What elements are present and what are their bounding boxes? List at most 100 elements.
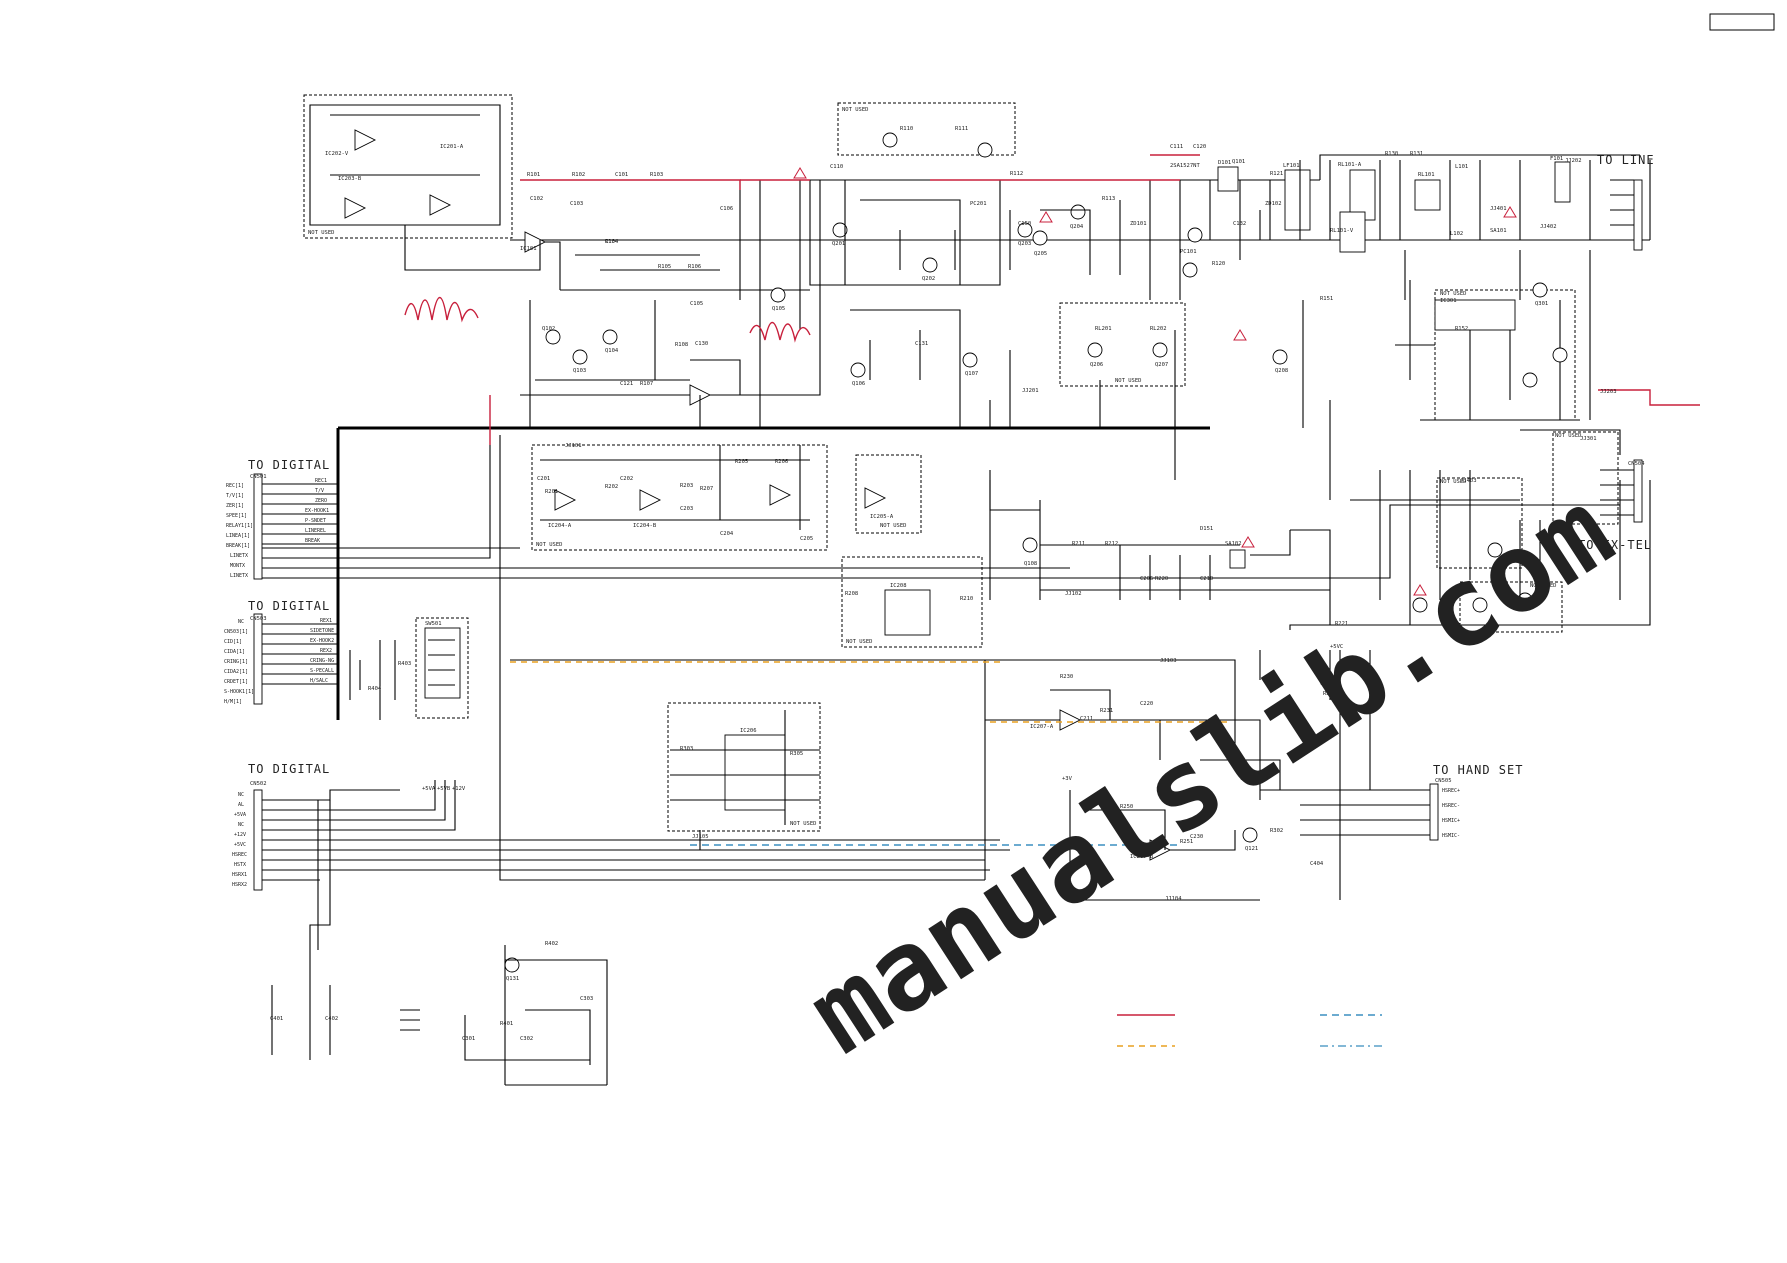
capacitor-label: C204 [720,531,734,537]
relay-label: RL201 [1095,326,1112,332]
ic-label: PC101 [1180,249,1197,255]
ic-label: IC204-B [633,523,657,529]
cn503-pin-signal: CRING[1] [224,659,248,665]
cn504-body [1633,459,1643,523]
to-digital-title-1: TO DIGITAL [248,458,330,472]
cn503-pin-signal: CIDA2[1] [224,669,248,675]
misc-label: L102 [1450,231,1463,237]
cn501-pin-signal: REC[1] [226,483,244,489]
misc-label: ZD101 [1130,221,1147,227]
f101 [1554,161,1571,203]
not-used-label: NOT USED [1440,291,1467,297]
ic-label: IC208 [890,583,907,589]
to-line-title: TO LINE [1597,153,1655,167]
resistor-label: R131 [1410,151,1423,157]
cn501-pin-signal: MONTX [230,563,245,569]
relay-label: RL101 [1418,172,1435,178]
resistor-label: R105 [658,264,671,270]
ic206 [724,734,786,811]
transistor-label: Q203 [1018,241,1031,247]
resistor-label: R101 [527,172,540,178]
relay-label: RL101-V [1330,228,1354,234]
ic202-opamp [354,129,377,151]
resistor-label: R303 [680,746,693,752]
to-ex-tel-title: TO EX-TEL [1578,538,1652,552]
transistor-label: Q202 [922,276,935,282]
capacitor-label: C121 [620,381,633,387]
net-label: JJ401 [1490,206,1507,212]
capacitor-label: C230 [1190,834,1203,840]
to-hand-set-title: TO HAND SET [1433,763,1523,777]
cn503-net: H/SALC [310,678,328,684]
net-label: JJ201 [1022,388,1039,394]
misc-label: ZD102 [1265,201,1282,207]
cn501-net: T/V [315,488,324,494]
resistor-label: R401 [500,1021,513,1027]
transistor-label: Q131 [506,976,519,982]
capacitor-label: C101 [615,172,628,178]
cn502-pins: NC AL +5VA NC +12V +5VC HSREC HSTX HSRX1… [232,792,247,888]
not-used-label: NOT USED [846,639,873,645]
cn502-pin-signal: +5VC [234,842,246,848]
resistor-label: R108 [675,342,688,348]
misc-label: F101 [1550,156,1563,162]
capacitor-label: C102 [530,196,543,202]
cn502-pin-signal: +5VA [234,812,246,818]
ic-label: IC202-V [325,151,349,157]
resistor-label: R230 [1060,674,1073,680]
ic-label: IC301 [1440,298,1457,304]
not-used-label: NOT USED [536,542,563,548]
cn503-body [253,613,263,705]
lf101 [1284,169,1311,231]
lower-circuit [670,650,1371,851]
transistor-label: Q121 [1245,846,1258,852]
transistor-label: Q204 [1070,224,1084,230]
resistor-label: R221 [1335,621,1348,627]
cn503-label: CN503 [250,616,267,622]
transistor-label: Q301 [1535,301,1548,307]
ic-label: IC207-A [1030,724,1054,730]
resistor-label: R301 [1323,691,1336,697]
misc-label: D151 [1200,526,1213,532]
resistor-label: R113 [1102,196,1115,202]
cn101-body [1633,179,1643,251]
cn505-pin-signal: HSREC- [1442,803,1460,809]
cn501-pins: REC[1] T/V[1] ZER[1] SPEE[1] RELAY1[1] L… [226,478,329,579]
cn501-label: CN501 [250,474,267,480]
cn503-net: REX1 [320,618,332,624]
misc-label: SA101 [1490,228,1507,234]
cn502-pin-signal: HSRX2 [232,882,247,888]
capacitor-label: C120 [1193,144,1206,150]
resistor-label: R107 [640,381,653,387]
not-used-label: NOT USED [842,107,869,113]
capacitor-label: C211 [1080,716,1093,722]
cn505-pin-signal: HSMIC+ [1442,818,1460,824]
transistor-label: Q103 [573,368,586,374]
capacitor-label: C205 [800,536,813,542]
relay-labels: RL101 RL101-A RL101-V RL201 RL202 [1095,162,1435,332]
cn501-pin-signal: LINETX [230,573,248,579]
cn503-pins: NC CN503[1] CID[1] CIDA[1] CRING[1] CIDA… [224,618,334,705]
cn501-pin-signal: T/V[1] [226,493,244,499]
resistor-label: R251 [1180,839,1193,845]
cn505-pins: HSREC+ HSREC- HSMIC+ HSMIC- [1442,788,1460,839]
resistor-label: R205 [735,459,748,465]
cn502-pin-signal: +12V [234,832,246,838]
misc-label: SA102 [1225,541,1242,547]
capacitor-label: C221 [1240,776,1253,782]
not-used-label: NOT USED [308,230,335,236]
transistor-label: Q104 [605,348,619,354]
resistor-labels: R101 R102 R103 R104 R105 R106 R107 R108 … [368,126,1468,1027]
resistor-label: R120 [1212,261,1225,267]
cn501-pin-signal: SPEE[1] [226,513,247,519]
resistor-label: R220 [1155,576,1168,582]
resistor-label: R207 [700,486,713,492]
resistor-label: R110 [900,126,913,132]
cn501-net: EX-HOOK1 [305,508,329,514]
cn501-net: REC1 [315,478,327,484]
cn502-pin-signal: NC [238,822,244,828]
capacitor-label: C130 [695,341,708,347]
connector-labels: CN501 CN503 CN502 CN505 CN504 [250,461,1645,787]
line-legend [1117,1014,1382,1047]
capacitor-label: C131 [915,341,928,347]
